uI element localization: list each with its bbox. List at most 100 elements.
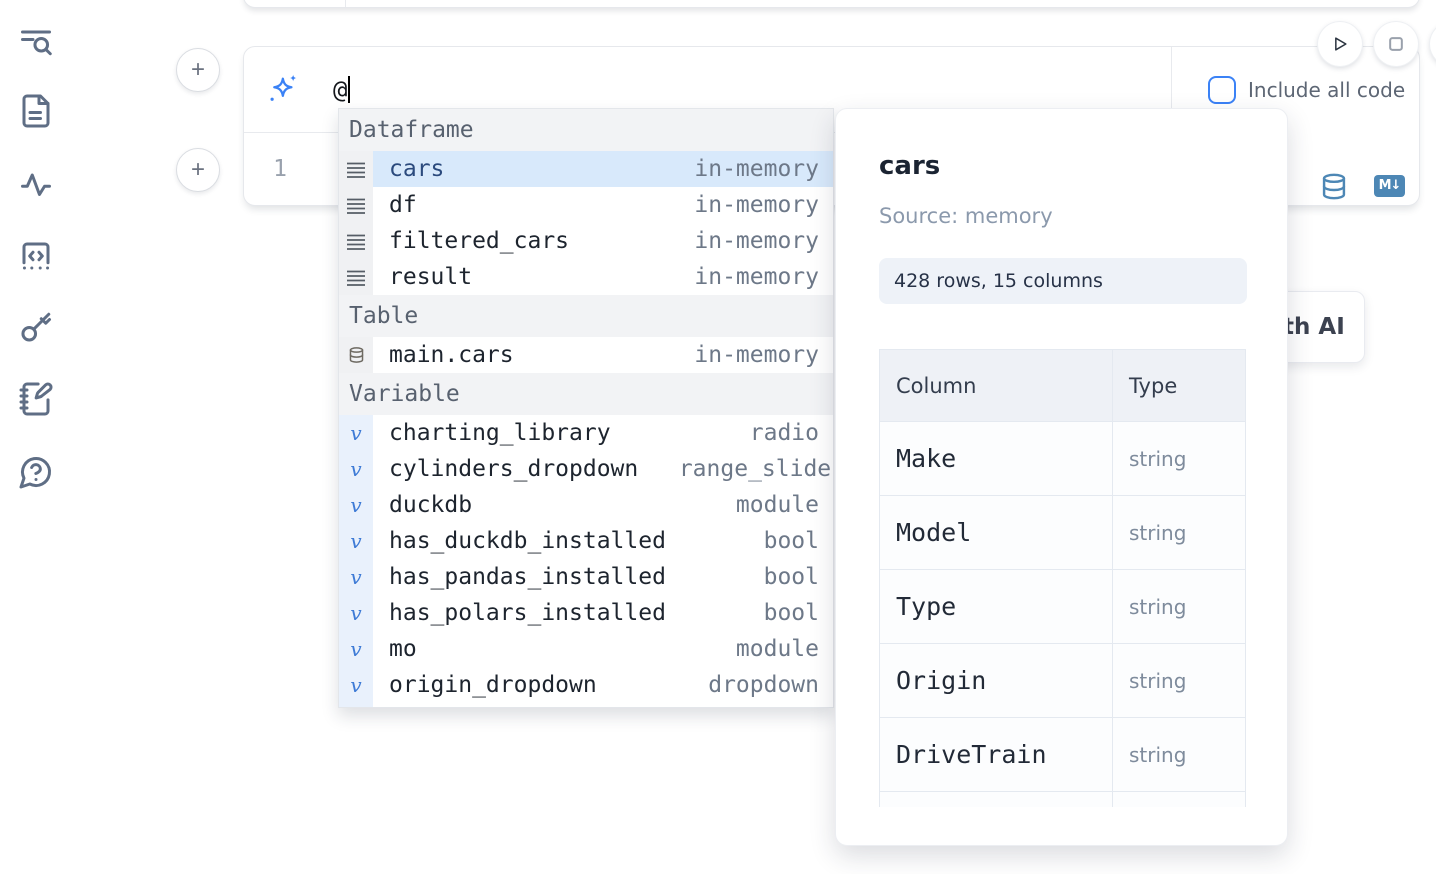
stop-icon [1386, 34, 1406, 54]
cell-toolbar: M↓ [1320, 171, 1405, 201]
autocomplete-item-type: bool [764, 523, 833, 559]
variable-icon: v [350, 523, 361, 559]
autocomplete-item-type: module [736, 703, 833, 708]
help-chat-icon[interactable] [18, 454, 54, 490]
autocomplete-item-charting_library[interactable]: vcharting_libraryradio [339, 415, 833, 451]
variable-icon: v [350, 667, 361, 703]
autocomplete-section-header: Dataframe [339, 109, 833, 151]
dataframe-rows-icon [346, 196, 366, 214]
dataframe-preview-popup: cars Source: memory 428 rows, 15 columns… [835, 108, 1288, 846]
key-icon[interactable] [18, 309, 54, 345]
text-caret [348, 76, 350, 103]
autocomplete-item-name: pd [389, 703, 417, 708]
schema-row: Typestring [880, 570, 1246, 644]
line-number: 1 [262, 134, 298, 207]
autocomplete-item-type: in-memory [694, 151, 833, 187]
autocomplete-item-has_polars_installed[interactable]: vhas_polars_installedbool [339, 595, 833, 631]
autocomplete-item-name: origin_dropdown [389, 667, 597, 703]
database-icon[interactable] [1320, 172, 1348, 201]
autocomplete-item-result[interactable]: result in-memory [339, 259, 833, 295]
autocomplete-item-gutter [339, 337, 373, 373]
autocomplete-item-name: mo [389, 631, 417, 667]
autocomplete-item-gutter [339, 151, 373, 187]
schema-column-header: Column [880, 350, 1113, 422]
autocomplete-item-has_pandas_installed[interactable]: vhas_pandas_installedbool [339, 559, 833, 595]
autocomplete-item-cars[interactable]: cars in-memory [339, 151, 833, 187]
run-cell-button[interactable] [1318, 22, 1362, 66]
autocomplete-item-name: filtered_cars [389, 223, 569, 259]
sidebar [0, 0, 72, 874]
schema-column-header: Type [1113, 350, 1246, 422]
autocomplete-item-main.cars[interactable]: main.carsin-memory [339, 337, 833, 373]
code-snippet-icon[interactable] [18, 238, 54, 274]
list-search-icon[interactable] [18, 23, 54, 59]
autocomplete-item-cylinders_dropdown[interactable]: vcylinders_dropdownrange_slider [339, 451, 833, 487]
schema-column-type: string [1113, 718, 1246, 792]
include-all-code-checkbox[interactable] [1208, 76, 1236, 104]
autocomplete-item-name: duckdb [389, 487, 472, 523]
stop-cell-button[interactable] [1374, 22, 1418, 66]
schema-column-name: Make [880, 422, 1113, 496]
schema-column-name: Type [880, 570, 1113, 644]
autocomplete-item-name: result [389, 259, 472, 295]
autocomplete-item-gutter [339, 259, 373, 295]
autocomplete-item-name: df [389, 187, 417, 223]
markdown-icon[interactable]: M↓ [1374, 175, 1405, 197]
autocomplete-item-type: in-memory [694, 259, 833, 295]
autocomplete-item-mo[interactable]: vmo module [339, 631, 833, 667]
autocomplete-item-gutter: v [339, 487, 373, 523]
autocomplete-item-type: in-memory [694, 223, 833, 259]
autocomplete-item-name: has_duckdb_installed [389, 523, 666, 559]
activity-icon[interactable] [18, 166, 54, 202]
preview-shape-badge: 428 rows, 15 columns [879, 258, 1247, 304]
previous-cell-partial [243, 0, 1420, 8]
schema-row: Makestring [880, 422, 1246, 496]
add-cell-below-button[interactable]: + [176, 148, 220, 192]
autocomplete-section-header: Table [339, 295, 833, 337]
schema-column-type [1113, 792, 1246, 808]
variable-icon: v [350, 595, 361, 631]
autocomplete-item-name: charting_library [389, 415, 611, 451]
schema-column-type: string [1113, 496, 1246, 570]
autocomplete-item-gutter: v [339, 415, 373, 451]
preview-source: Source: memory [879, 204, 1053, 228]
autocomplete-item-has_duckdb_installed[interactable]: v has_duckdb_installed bool [339, 523, 833, 559]
autocomplete-item-gutter: v [339, 667, 373, 703]
preview-table-wrap: ColumnTypeMakestringModelstringTypestrin… [879, 349, 1247, 807]
ai-prompt-input[interactable]: @ [333, 73, 350, 107]
notebook-pen-icon[interactable] [18, 381, 54, 417]
autocomplete-item-type: module [736, 487, 833, 523]
autocomplete-item-filtered_cars[interactable]: filtered_cars in-memory [339, 223, 833, 259]
autocomplete-item-duckdb[interactable]: vduckdb module [339, 487, 833, 523]
variable-icon: v [350, 631, 361, 667]
table-database-icon [348, 346, 365, 364]
add-cell-above-button[interactable]: + [176, 48, 220, 92]
prev-cell-gutter-divider [345, 0, 346, 7]
autocomplete-item-pd[interactable]: v pd module [339, 703, 833, 708]
autocomplete-item-name: cylinders_dropdown [389, 451, 638, 487]
file-text-icon[interactable] [18, 93, 54, 129]
sparkles-ai-icon [268, 73, 300, 105]
schema-row: DriveTrainstring [880, 718, 1246, 792]
autocomplete-item-gutter: v [339, 523, 373, 559]
schema-column-type: string [1113, 422, 1246, 496]
schema-row [880, 792, 1246, 808]
autocomplete-item-name: main.cars [389, 337, 514, 373]
autocomplete-item-gutter [339, 223, 373, 259]
autocomplete-item-name: cars [389, 151, 444, 187]
extra-cell-action-button[interactable] [1430, 22, 1436, 66]
autocomplete-item-type: module [736, 631, 833, 667]
schema-column-type: string [1113, 644, 1246, 718]
preview-schema-table: ColumnTypeMakestringModelstringTypestrin… [879, 349, 1246, 807]
autocomplete-item-gutter: v [339, 595, 373, 631]
autocomplete-item-origin_dropdown[interactable]: vorigin_dropdowndropdown [339, 667, 833, 703]
schema-column-name [880, 792, 1113, 808]
variable-icon: v [350, 703, 361, 708]
play-icon [1330, 34, 1350, 54]
schema-column-name: Model [880, 496, 1113, 570]
ai-prompt-value: @ [333, 76, 347, 104]
variable-icon: v [350, 415, 361, 451]
autocomplete-item-df[interactable]: dfin-memory [339, 187, 833, 223]
schema-row: Modelstring [880, 496, 1246, 570]
autocomplete-item-type: bool [764, 595, 833, 631]
